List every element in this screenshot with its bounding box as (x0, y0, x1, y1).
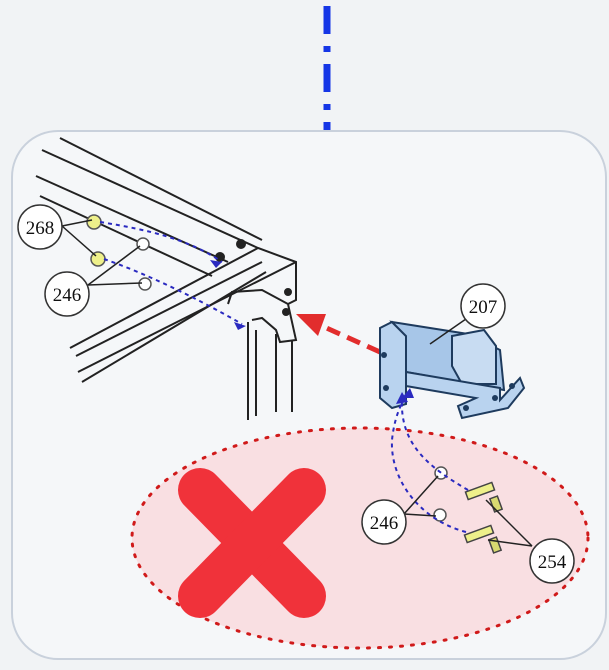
bracket-fasteners (390, 388, 504, 554)
callout-246-frame: 246 (44, 271, 90, 317)
callout-207-label: 207 (469, 297, 498, 318)
callout-268: 268 (17, 204, 63, 250)
frame-leaders (61, 219, 143, 286)
washer-246-upper (136, 237, 150, 251)
washer-246-lower (138, 277, 152, 291)
callout-254: 254 (529, 538, 575, 584)
callout-246-bracket: 246 (361, 499, 407, 545)
callout-207: 207 (460, 283, 506, 329)
callout-268-label: 268 (26, 218, 55, 239)
bracket-leaders (403, 475, 533, 547)
frame-fasteners (86, 214, 246, 330)
callout-246-frame-label: 246 (53, 285, 82, 306)
callout-254-label: 254 (538, 552, 567, 573)
nut-268-upper (86, 214, 102, 230)
callout-246-bracket-label: 246 (370, 513, 399, 534)
red-x-icon (178, 468, 326, 618)
red-dashed-left-arrow-icon (296, 314, 382, 355)
frame-corner (35, 137, 298, 420)
bracket-207 (379, 320, 526, 420)
forbidden-zone (130, 426, 590, 650)
washer-246-b (433, 508, 447, 522)
bolt-254-upper (464, 481, 504, 513)
